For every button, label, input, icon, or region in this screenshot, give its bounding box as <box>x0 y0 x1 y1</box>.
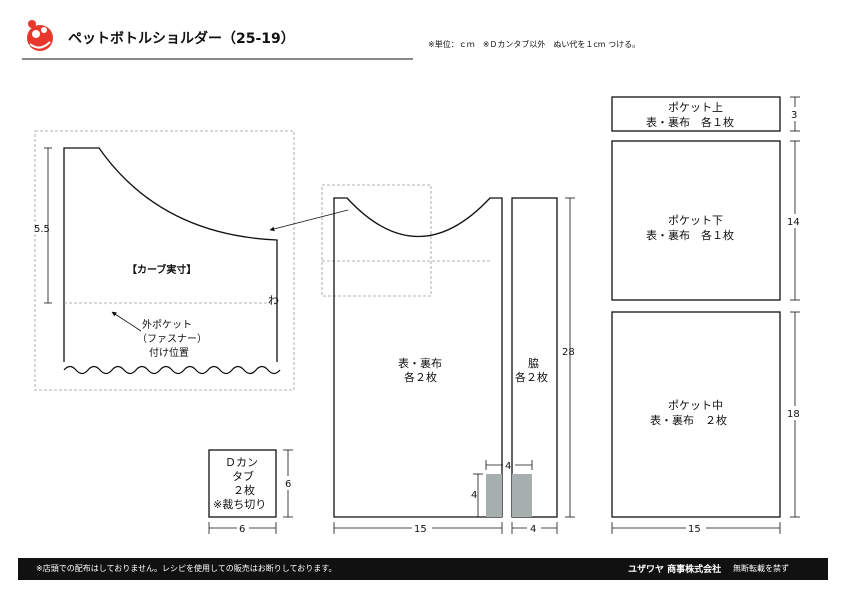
side-width-dim: 4 <box>530 524 536 535</box>
curve-detail <box>34 130 295 391</box>
pocket-middle-height-dim: 18 <box>787 409 800 420</box>
page-title: ペットボトルショルダー（25-19） <box>68 30 295 47</box>
curve-detail-label: 【カーブ実寸】 <box>127 263 196 276</box>
detail-arrow <box>269 209 349 232</box>
d-ring-tab <box>208 449 293 534</box>
d-ring-label-1: Ｄカン <box>225 456 258 469</box>
pocket-width-dim: 15 <box>688 524 701 535</box>
fold-mark: わ <box>268 294 279 307</box>
pocket-top-label-2: 表・裏布 各１枚 <box>646 115 734 129</box>
footer-bar <box>18 558 828 580</box>
d-ring-width-dim: 6 <box>239 524 245 535</box>
pocket-bottom-label-2: 表・裏布 各１枚 <box>646 228 734 242</box>
pocket-bottom-height-dim: 14 <box>787 217 800 228</box>
side-piece <box>511 197 575 534</box>
units-note: ※単位：ｃｍ ※Ｄカンタブ以外 ぬい代を１cm つける。 <box>428 39 640 49</box>
tab-height-dim: 4 <box>471 490 477 501</box>
pocket-pieces <box>611 96 800 534</box>
side-piece-label-1: 脇 <box>528 357 539 370</box>
pocket-top-height-dim: 3 <box>791 110 797 121</box>
pocket-line-label-1: 外ポケット <box>142 319 192 331</box>
d-ring-label-4: ※裁ち切り <box>213 498 266 511</box>
footer-company: ユザワヤ 商事株式会社 <box>628 565 722 575</box>
main-piece-label-2: 各２枚 <box>404 370 437 384</box>
d-ring-height-dim: 6 <box>285 479 291 490</box>
main-piece-label-1: 表・裏布 <box>398 356 442 370</box>
pocket-top-label-1: ポケット上 <box>668 101 723 114</box>
d-ring-label-3: ２枚 <box>233 483 255 497</box>
pocket-line-label-2: （ファスナー） <box>137 333 207 345</box>
d-ring-label-2: タブ <box>232 469 254 483</box>
side-height-dim: 28 <box>562 347 575 358</box>
footer-rights: 無断転載を禁ず <box>733 564 789 573</box>
curve-height-dim: 5.5 <box>34 224 50 235</box>
main-piece <box>321 184 533 534</box>
pocket-middle-label-1: ポケット中 <box>668 399 723 412</box>
pocket-middle-label-2: 表・裏布 ２枚 <box>650 413 727 427</box>
footer-note: ※店頭での配布はしておりません。レシピを使用しての販売はお断りしております。 <box>36 564 337 573</box>
side-piece-label-2: 各２枚 <box>515 370 548 384</box>
pocket-bottom-label-1: ポケット下 <box>668 214 723 227</box>
tab-width-dim: 4 <box>505 461 511 472</box>
pocket-line-label-3: 付け位置 <box>149 346 189 359</box>
main-width-dim: 15 <box>414 524 427 535</box>
logo-icon <box>27 20 53 51</box>
